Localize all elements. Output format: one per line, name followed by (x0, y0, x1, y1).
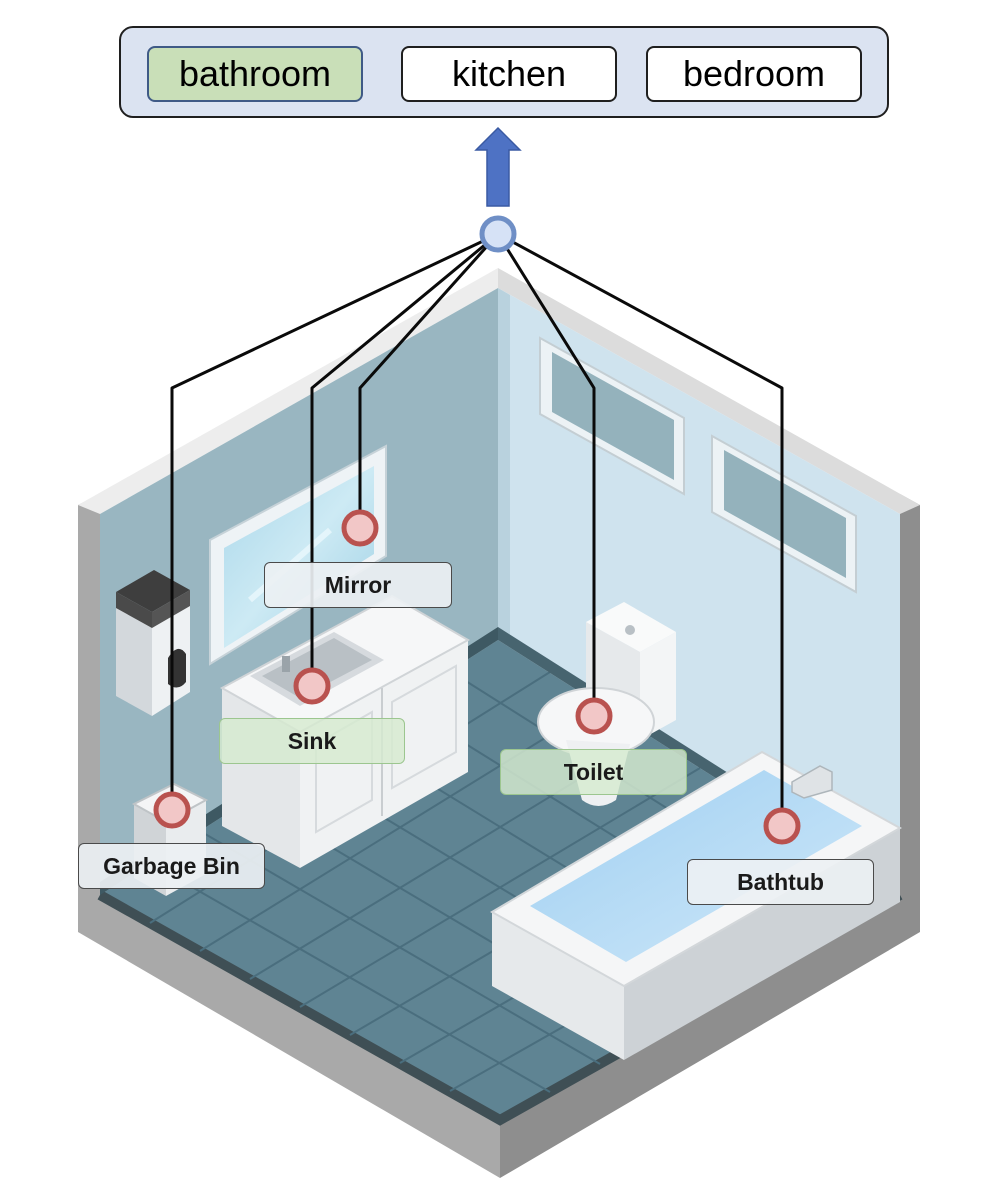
arrow-up (474, 126, 522, 207)
toilet (537, 602, 676, 806)
shell-top-right (498, 268, 920, 514)
shell-side-left (78, 494, 500, 1178)
shell-side-right (500, 494, 920, 1178)
marker-mirror[interactable] (341, 509, 379, 547)
room-shell (78, 268, 920, 1178)
label-bathtub[interactable]: Bathtub (687, 859, 874, 905)
label-sink[interactable]: Sink (219, 718, 405, 764)
category-selector: bathroom kitchen bedroom (119, 26, 889, 118)
window-pane (552, 352, 674, 480)
connector-lines (170, 232, 784, 826)
category-button-kitchen[interactable]: kitchen (401, 46, 617, 102)
hub-node (479, 215, 517, 253)
mirror (209, 444, 387, 666)
high-window-1 (539, 336, 685, 496)
corner-shade (498, 288, 510, 646)
connector-mirror (358, 232, 500, 528)
window-pane (724, 450, 846, 578)
water-heater (116, 570, 190, 716)
grid-line (299, 767, 701, 1008)
selection-arrow (474, 126, 522, 207)
tub-faucet (791, 765, 833, 799)
category-button-bedroom[interactable]: bedroom (646, 46, 862, 102)
grid-line (199, 703, 601, 952)
high-window-2 (711, 434, 857, 594)
category-button-bathroom[interactable]: bathroom (147, 46, 363, 102)
sink-faucet (282, 656, 290, 672)
label-mirror[interactable]: Mirror (264, 562, 452, 608)
sink-basin (262, 638, 372, 698)
marker-sink[interactable] (293, 667, 331, 705)
tub-front (492, 912, 624, 1060)
shell-top-left (78, 268, 498, 514)
flush-button (625, 625, 635, 635)
connector-garbage-bin (170, 232, 499, 810)
marker-garbage-bin[interactable] (153, 791, 191, 829)
connector-bathtub (497, 232, 784, 826)
marker-toilet[interactable] (575, 697, 613, 735)
connector-toilet (496, 233, 596, 716)
marker-bathtub[interactable] (763, 807, 801, 845)
heater-band (116, 592, 152, 628)
label-garbage-bin[interactable]: Garbage Bin (78, 843, 265, 889)
object-markers (153, 509, 801, 845)
label-toilet[interactable]: Toilet (500, 749, 687, 795)
